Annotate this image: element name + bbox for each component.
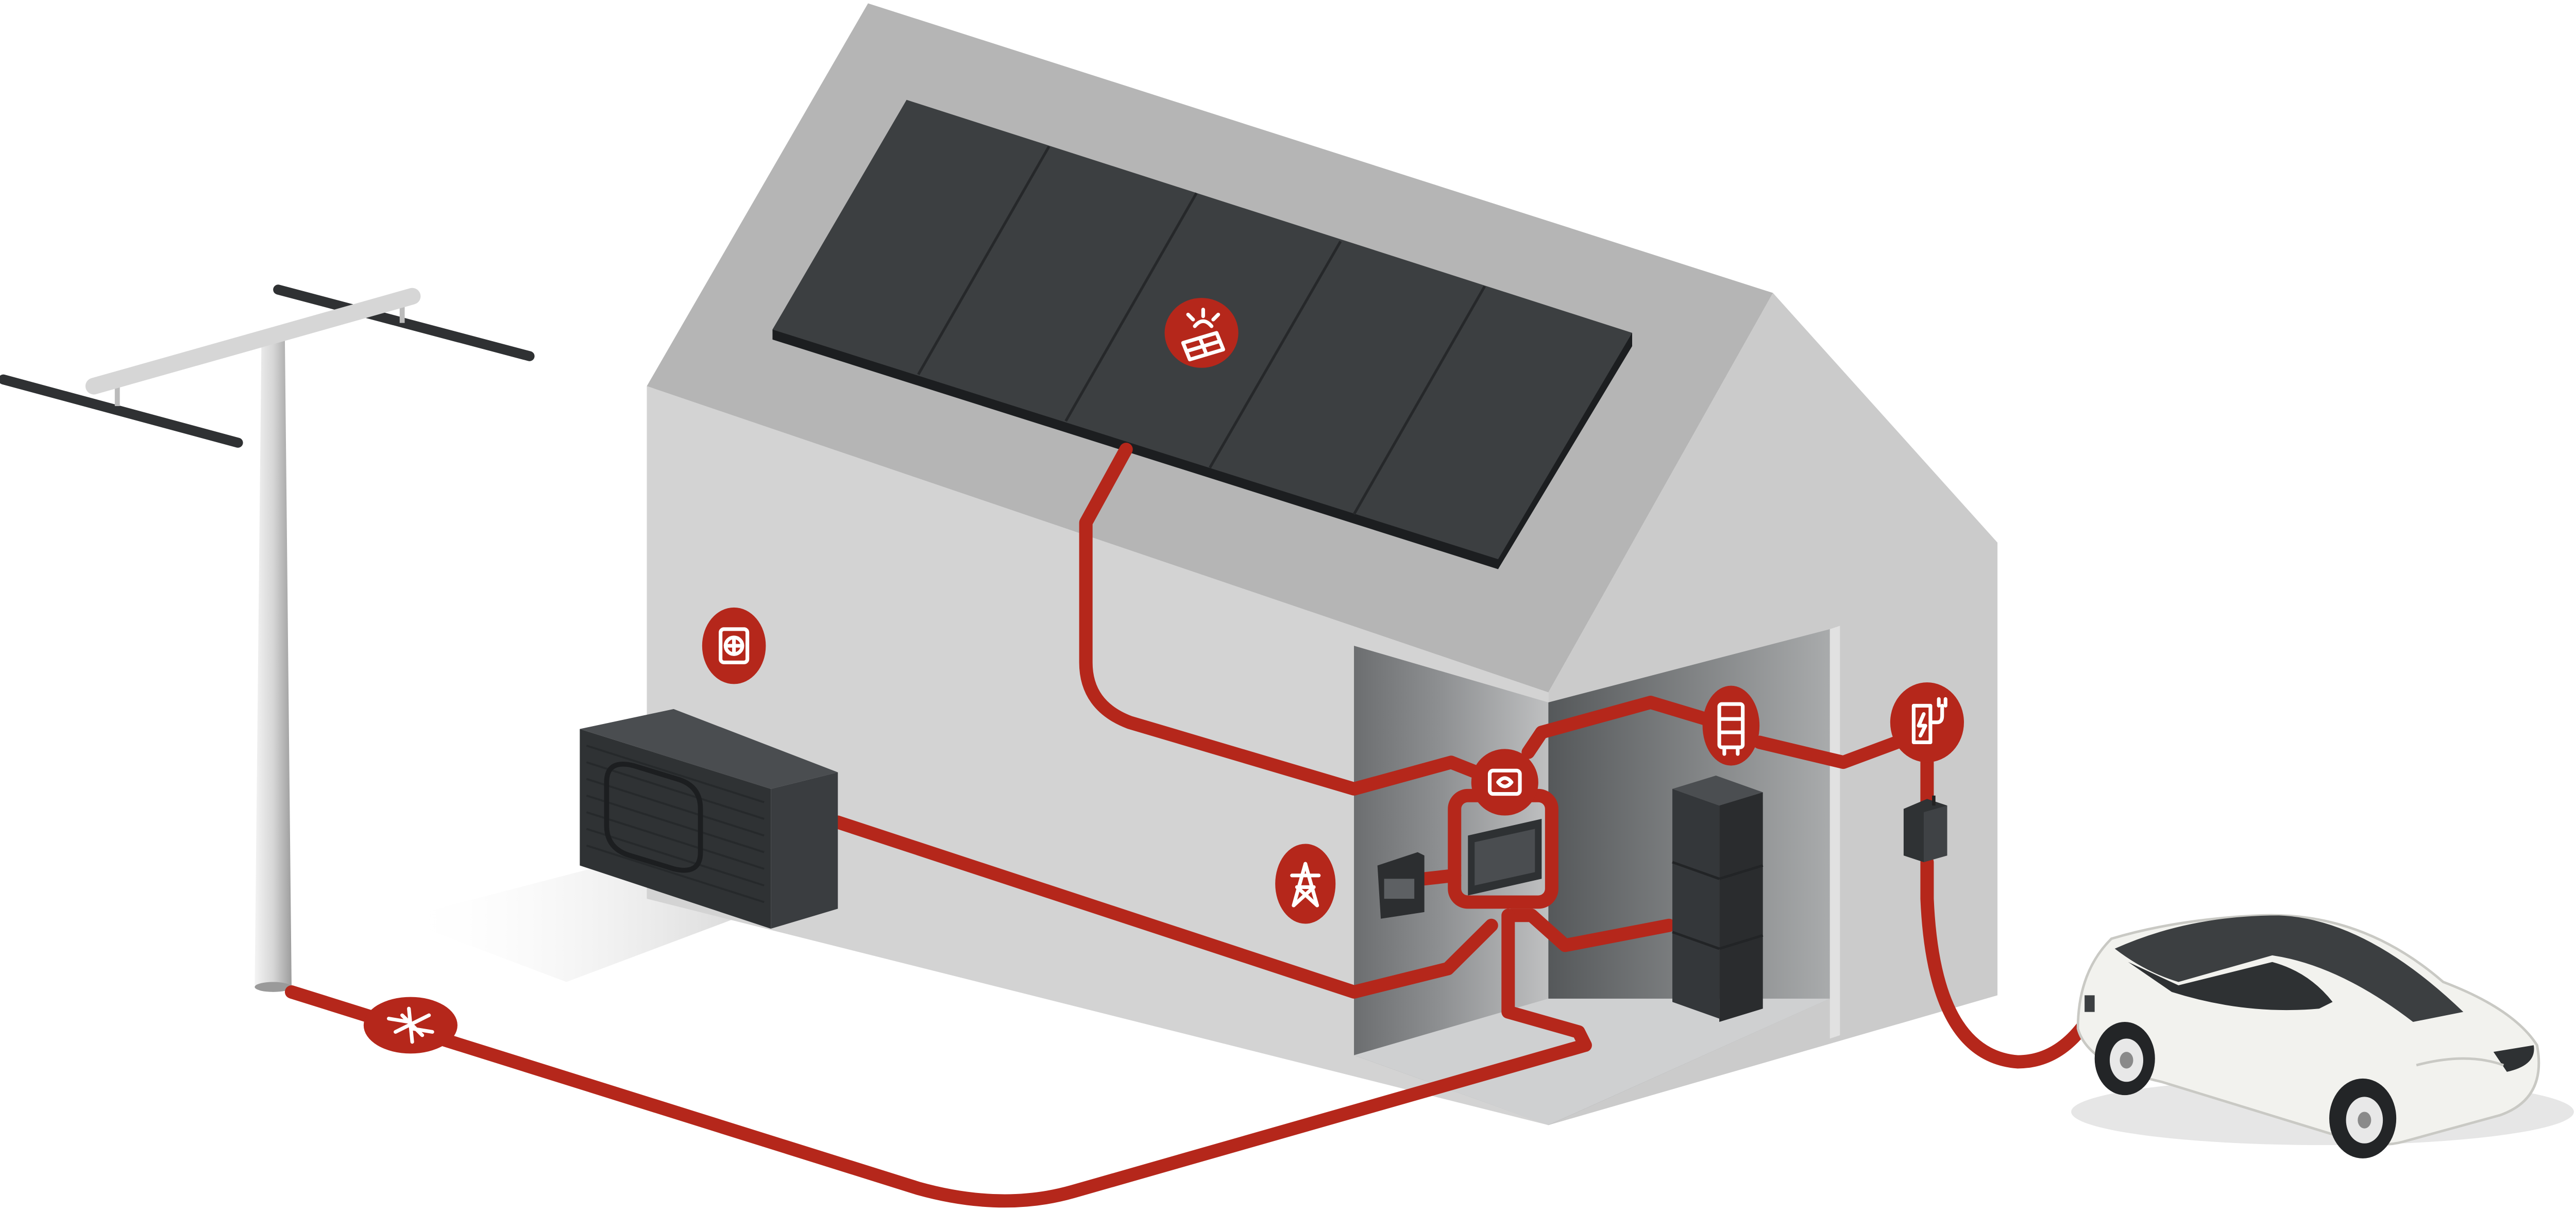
battery-storage-device: [1672, 776, 1764, 1022]
car-side-window: [2128, 962, 2333, 1011]
cable-battery-to-manager: [1504, 909, 1676, 952]
heat-pump-fan-grille: [604, 761, 703, 873]
cable-heatpump-to-manager: [831, 815, 1498, 999]
battery-storage-icon: [1717, 702, 1745, 756]
grid-pylon-icon: [387, 1006, 434, 1044]
inverter-device: [1468, 819, 1542, 896]
heat-pump-front: [580, 729, 771, 929]
heat-pump-marker[interactable]: [702, 607, 766, 684]
solar-panel-marker[interactable]: [1164, 298, 1239, 368]
ev-charger-icon: [1911, 697, 1947, 745]
house-front-wall: [647, 386, 1549, 1125]
heat-pump-side: [771, 772, 838, 929]
public-grid-marker[interactable]: [363, 997, 457, 1054]
car-roof-glass: [2114, 915, 2464, 1022]
car-wheel-rear: [2094, 1022, 2155, 1096]
electric-car: [2071, 914, 2574, 1158]
utility-pole: [0, 284, 535, 992]
power-line-left: [0, 374, 243, 448]
power-pylon-icon: [1290, 862, 1321, 908]
heat-pump-unit: [580, 709, 838, 929]
energy-meter-marker[interactable]: [1275, 844, 1336, 924]
battery-storage-marker[interactable]: [1702, 685, 1760, 766]
house: [647, 3, 1998, 1125]
wallbox-marker[interactable]: [1890, 682, 1964, 763]
pole-shaft: [255, 339, 292, 985]
cable-charger-to-car: [1920, 855, 2102, 1069]
wall-charger-device: [1903, 795, 1947, 862]
heat-pump-fan-icon: [719, 627, 750, 664]
cable-network: [284, 443, 2102, 1208]
pole-crossarm: [85, 288, 421, 395]
cable-inverter-to-battery: [1521, 696, 1713, 759]
cable-manager-to-grid: [284, 909, 1592, 1208]
cable-solar-to-inverter: [1079, 443, 1492, 796]
garage-floor: [1354, 998, 1830, 1125]
solar-panel-icon: [1181, 308, 1225, 362]
inverter-marker[interactable]: [1471, 749, 1538, 816]
garage-side-wall: [1829, 626, 1840, 1039]
energy-meter-device: [1377, 852, 1425, 919]
cable-battery-to-wallbox: [1753, 735, 1904, 769]
car-wheel-front: [2329, 1078, 2397, 1158]
inverter-icon: [1487, 768, 1522, 796]
